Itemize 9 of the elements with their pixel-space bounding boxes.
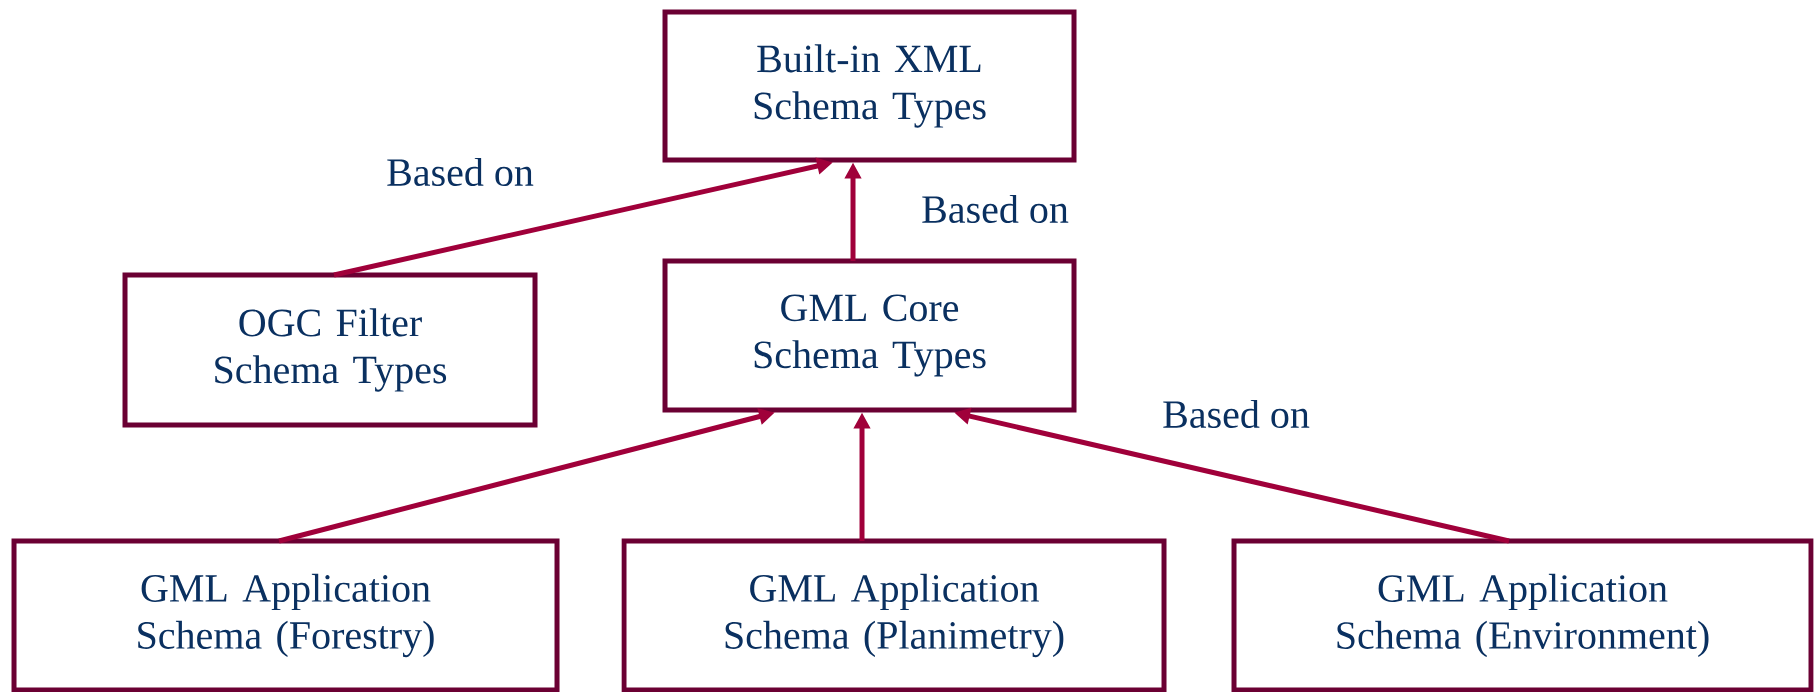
schema-box: GML Application Schema (Environment) [1231,538,1814,692]
schema-box: GML Application Schema (Planimetry) [621,538,1167,692]
schema-box: OGC Filter Schema Types [122,272,538,428]
schema-box: GML Application Schema (Forestry) [11,538,560,692]
edge-label: Based on [387,157,534,187]
schema-box: GML Core Schema Types [662,258,1077,413]
schema-box: Built-in XML Schema Types [662,9,1077,163]
edge-label: Based on [1163,399,1310,429]
edge-label: Based on [922,194,1069,224]
